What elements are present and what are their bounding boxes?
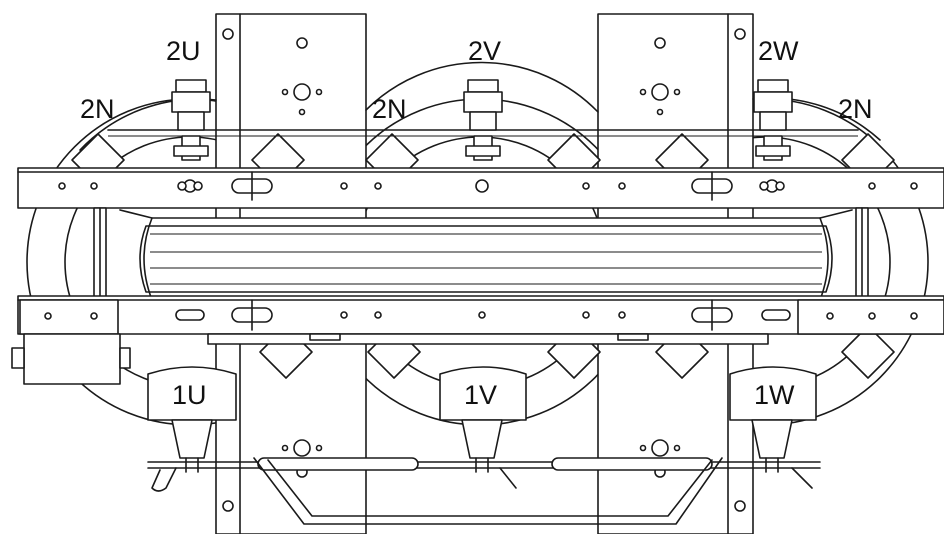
label-1w: 1W	[754, 380, 795, 410]
label-1v: 1V	[464, 380, 497, 410]
bushing-2u	[171, 79, 211, 161]
label-2w: 2W	[758, 36, 799, 66]
label-1u: 1U	[172, 380, 207, 410]
bushing-2v	[463, 79, 503, 161]
label-2n-mid: 2N	[372, 94, 407, 124]
right-terminal-plate	[797, 299, 944, 335]
plate-terminals	[281, 83, 681, 457]
bushing-2w	[753, 79, 793, 161]
label-2n-right: 2N	[838, 94, 873, 124]
left-terminal-box	[11, 299, 131, 385]
upper-clamp-beam	[17, 167, 944, 209]
label-2v: 2V	[468, 36, 501, 66]
primary-housings	[147, 366, 817, 473]
label-2u: 2U	[166, 36, 201, 66]
label-2n-left: 2N	[80, 94, 115, 124]
primary-wiring	[147, 457, 821, 525]
transformer-core	[119, 209, 853, 307]
lower-clamp-beam	[17, 295, 944, 345]
